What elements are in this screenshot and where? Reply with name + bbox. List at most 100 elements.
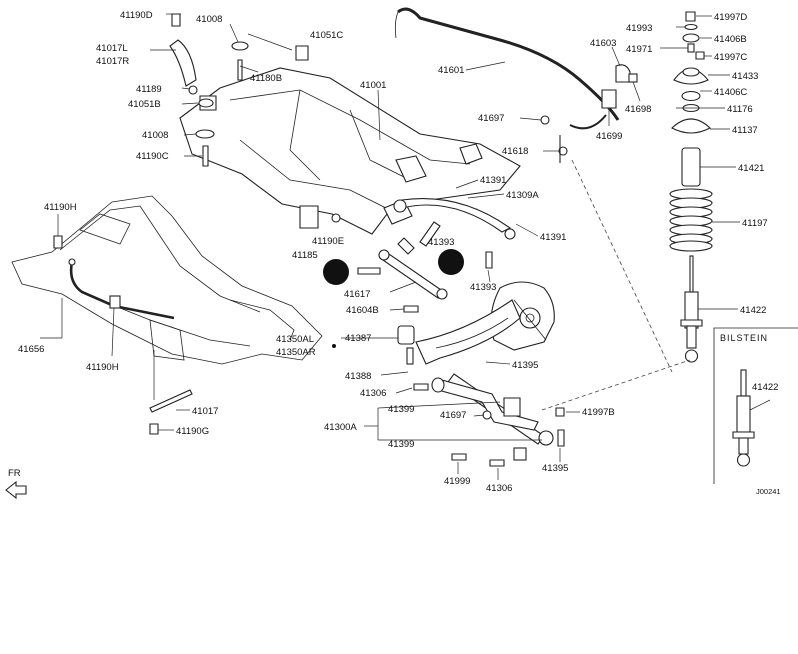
bolt-41190c bbox=[202, 145, 209, 167]
bushing-41306 bbox=[431, 377, 445, 393]
toe-link-41617 bbox=[378, 249, 448, 300]
coil-spring-41197 bbox=[669, 188, 713, 252]
bolt-41395-lower bbox=[557, 429, 565, 447]
bolt-41999 bbox=[451, 453, 467, 461]
marker-dot-right bbox=[438, 249, 464, 275]
diagram-code: J00241 bbox=[756, 487, 781, 496]
bolt-41393-upper bbox=[419, 221, 441, 247]
bolt-41604b bbox=[403, 305, 419, 313]
crossmember-hardware bbox=[169, 13, 249, 167]
washer-41008 bbox=[231, 41, 249, 51]
label-41306: 41306 bbox=[360, 388, 386, 399]
bump-stop-41421 bbox=[681, 147, 701, 187]
label-41387: 41387 bbox=[345, 333, 371, 344]
washer-41993 bbox=[684, 23, 698, 31]
shock-absorber-41422 bbox=[680, 255, 703, 363]
label-41399-upper: 41399 bbox=[388, 404, 414, 415]
washer-41008b bbox=[195, 129, 215, 139]
label-41999: 41999 bbox=[444, 476, 470, 487]
label-41190e: 41190E bbox=[312, 236, 344, 247]
label-41176: 41176 bbox=[727, 104, 753, 115]
label-41189: 41189 bbox=[136, 84, 162, 95]
bushing-41306b bbox=[513, 447, 527, 461]
front-direction-arrow: FR bbox=[5, 468, 27, 500]
knuckle-41300a bbox=[490, 281, 555, 351]
bushing-41051b bbox=[198, 98, 214, 108]
bushing-41406c bbox=[681, 90, 701, 102]
spring-seat-41137 bbox=[671, 118, 711, 134]
label-41137: 41137 bbox=[732, 125, 758, 136]
upper-arm-41309a bbox=[393, 197, 516, 240]
label-41300a: 41300A bbox=[324, 422, 357, 433]
label-41391-upper: 41391 bbox=[480, 175, 506, 186]
label-41190d: 41190D bbox=[120, 10, 153, 21]
label-41699: 41699 bbox=[596, 131, 622, 142]
label-41395-lower: 41395 bbox=[542, 463, 568, 474]
lower-link-41399 bbox=[431, 373, 554, 446]
label-41617: 41617 bbox=[344, 289, 370, 300]
bilstein-shock-absorber bbox=[732, 369, 755, 467]
stabilizer-bar-41656 bbox=[53, 235, 193, 435]
label-41190h: 41190H bbox=[86, 362, 119, 373]
label-41422: 41422 bbox=[740, 305, 766, 316]
label-41603: 41603 bbox=[590, 38, 616, 49]
label-41190c: 41190C bbox=[136, 151, 169, 162]
label-41017l: 41017L bbox=[96, 43, 128, 54]
bracket-41603 bbox=[615, 64, 631, 83]
label-41601: 41601 bbox=[438, 65, 464, 76]
label-41190h-top: 41190H bbox=[44, 202, 77, 213]
label-41309a: 41309A bbox=[506, 190, 539, 201]
collar-41971 bbox=[687, 43, 695, 53]
label-41406c: 41406C bbox=[714, 87, 747, 98]
bolt-41306 bbox=[413, 383, 429, 391]
marker-dot-left bbox=[323, 259, 349, 285]
label-41406b: 41406B bbox=[714, 34, 747, 45]
label-41185: 41185 bbox=[292, 250, 318, 261]
arrow-icon bbox=[5, 480, 27, 500]
label-41388: 41388 bbox=[345, 371, 371, 382]
bolt-41190d bbox=[171, 13, 181, 27]
label-41017: 41017 bbox=[192, 406, 218, 417]
label-41697-lower: 41697 bbox=[440, 410, 466, 421]
label-41306-lower: 41306 bbox=[486, 483, 512, 494]
bracket-41185 bbox=[299, 205, 319, 229]
label-41350al: 41350AL bbox=[276, 334, 314, 345]
label-41399-lower: 41399 bbox=[388, 439, 414, 450]
label-41051c: 41051C bbox=[310, 30, 343, 41]
label-41393-lower: 41393 bbox=[470, 282, 496, 293]
label-41656: 41656 bbox=[18, 344, 44, 355]
label-41017r: 41017R bbox=[96, 56, 129, 67]
label-41008b: 41008 bbox=[142, 130, 168, 141]
label-41604b: 41604B bbox=[346, 305, 379, 316]
bolt-41697 bbox=[540, 115, 550, 125]
body-frame-outline bbox=[11, 195, 323, 365]
bolt-41617 bbox=[357, 267, 381, 275]
nut-41997b bbox=[555, 407, 565, 417]
stabilizer-bar-41601 bbox=[394, 7, 638, 163]
label-41993: 41993 bbox=[626, 23, 652, 34]
label-41180b: 41180B bbox=[250, 73, 282, 84]
label-41971: 41971 bbox=[626, 44, 652, 55]
bolt-41190h-top bbox=[53, 235, 63, 249]
label-41391-lower: 41391 bbox=[540, 232, 566, 243]
bilstein-inset: BILSTEIN 41422 J00241 bbox=[713, 327, 798, 496]
nut-41189 bbox=[188, 85, 198, 95]
label-41997d: 41997D bbox=[714, 12, 747, 23]
bolt-41697-lower bbox=[482, 410, 492, 420]
label-41433: 41433 bbox=[732, 71, 758, 82]
label-41997c: 41997C bbox=[714, 52, 747, 63]
label-41395: 41395 bbox=[512, 360, 538, 371]
bar-41017 bbox=[149, 389, 193, 413]
bracket-41017 bbox=[169, 39, 197, 87]
bushing-41387 bbox=[397, 325, 415, 345]
label-41697: 41697 bbox=[478, 113, 504, 124]
label-41698: 41698 bbox=[625, 104, 651, 115]
bolt-41190g bbox=[149, 423, 159, 435]
label-41422-bilstein: 41422 bbox=[752, 382, 778, 393]
bolt-41393-lower bbox=[485, 251, 493, 269]
bushing-41406b bbox=[682, 33, 700, 43]
label-41190g: 41190G bbox=[176, 426, 209, 437]
nut-41997c bbox=[695, 51, 705, 60]
label-41051b: 41051B bbox=[128, 99, 161, 110]
